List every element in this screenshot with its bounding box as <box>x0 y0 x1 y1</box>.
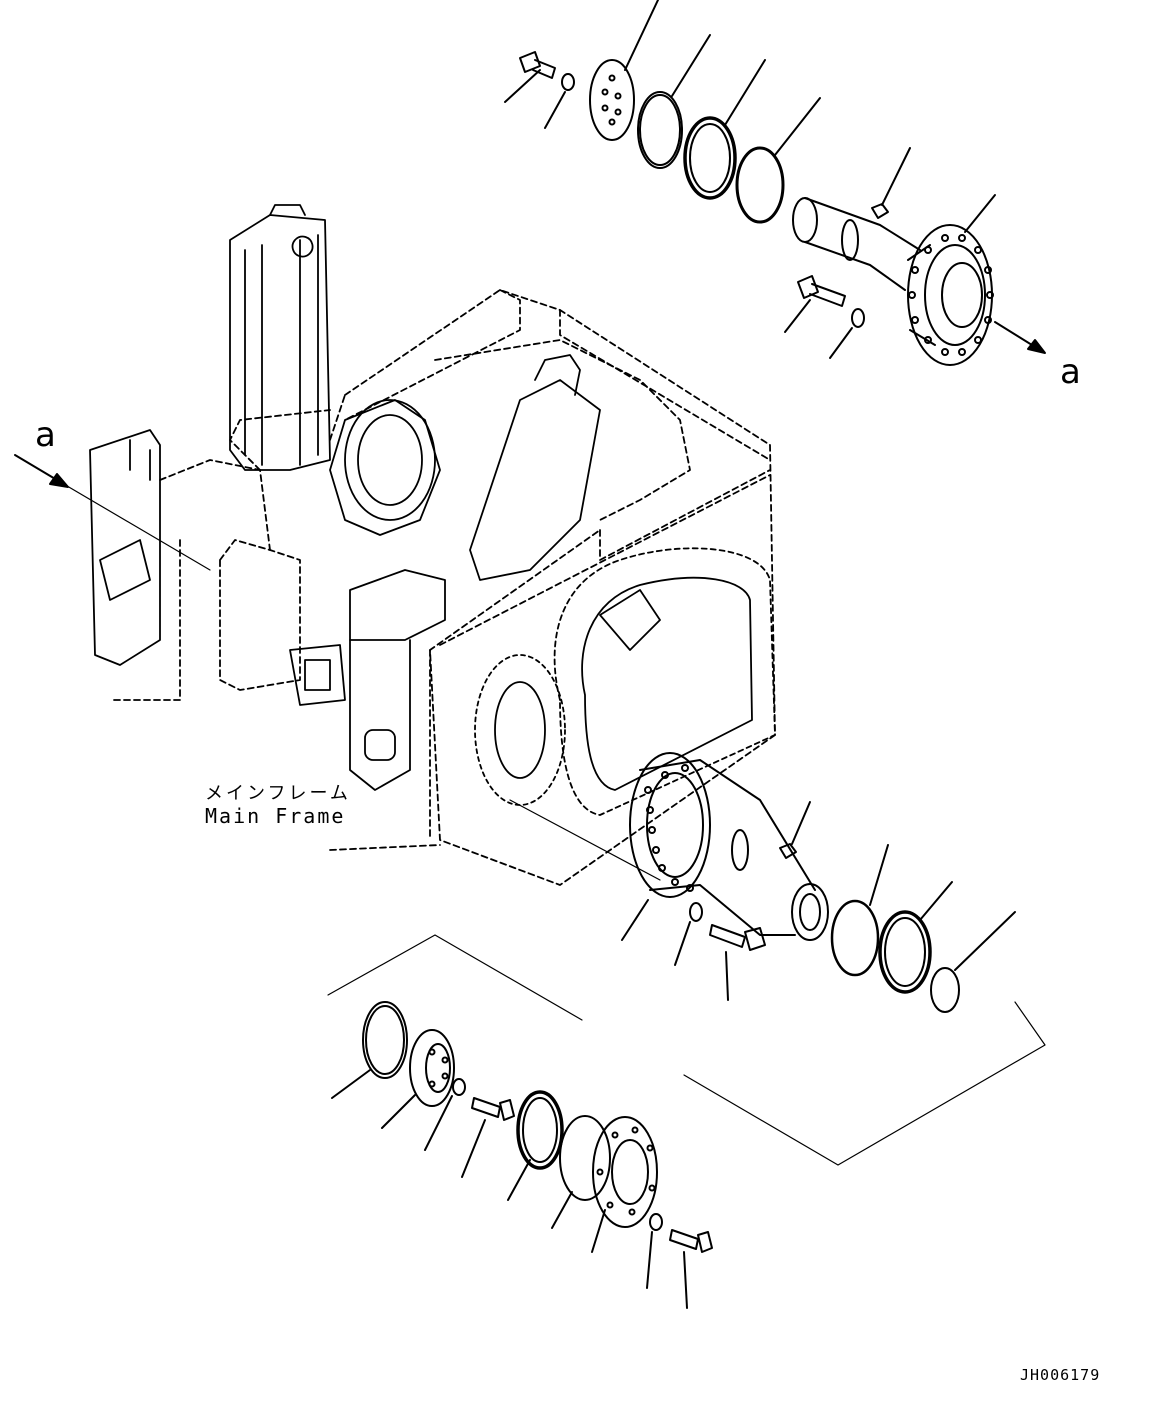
main-frame-label-en: Main Frame <box>205 804 346 828</box>
lower-cap-assembly <box>331 1001 713 1309</box>
upper-cap-plate <box>589 0 659 141</box>
lower-pin <box>621 752 829 941</box>
lower-grease-fitting <box>779 801 811 859</box>
upper-pin-assembly <box>504 0 1046 366</box>
arrow-label-top: a <box>1060 352 1081 392</box>
upper-shim <box>637 34 711 169</box>
lower-retainer-washer <box>646 1213 663 1289</box>
lower-pin-assembly <box>621 752 1016 1013</box>
lower-flange-bolt <box>709 924 766 1001</box>
mount-leader-line <box>509 799 661 881</box>
upper-cap-washer <box>544 73 575 129</box>
frame-members <box>89 204 601 791</box>
arrow-label-left: a <box>35 415 56 455</box>
lower-shim <box>331 1001 408 1099</box>
lower-flange-washer <box>674 902 703 966</box>
direction-arrow-a-left <box>14 454 211 571</box>
lower-cap-bolt <box>461 1097 515 1178</box>
lower-cap-gasket <box>551 1115 611 1229</box>
upper-flange-washer <box>829 308 865 359</box>
lower-o-ring <box>830 844 889 977</box>
lower-dust-ring <box>930 911 1016 1013</box>
lower-retainer-flange <box>591 1116 658 1253</box>
upper-flange-bolt <box>784 275 846 333</box>
lower-cap-washer <box>424 1078 466 1151</box>
main-frame-label-jp: メインフレーム <box>205 783 351 804</box>
mounting-plate <box>474 547 776 816</box>
direction-arrow-a-right <box>994 321 1046 354</box>
lower-cap-seal <box>507 1090 564 1201</box>
upper-seal <box>683 59 766 200</box>
lower-seal <box>878 881 953 994</box>
lower-cap-plate <box>381 1029 455 1129</box>
alternate-parts-box <box>327 934 1046 1166</box>
upper-grease-fitting <box>871 147 911 219</box>
upper-pin <box>792 194 996 366</box>
upper-o-ring <box>735 97 821 224</box>
lower-retainer-bolt <box>669 1229 713 1309</box>
drawing-code: JH006179 <box>1020 1366 1101 1384</box>
upper-cap-bolt <box>504 51 556 103</box>
